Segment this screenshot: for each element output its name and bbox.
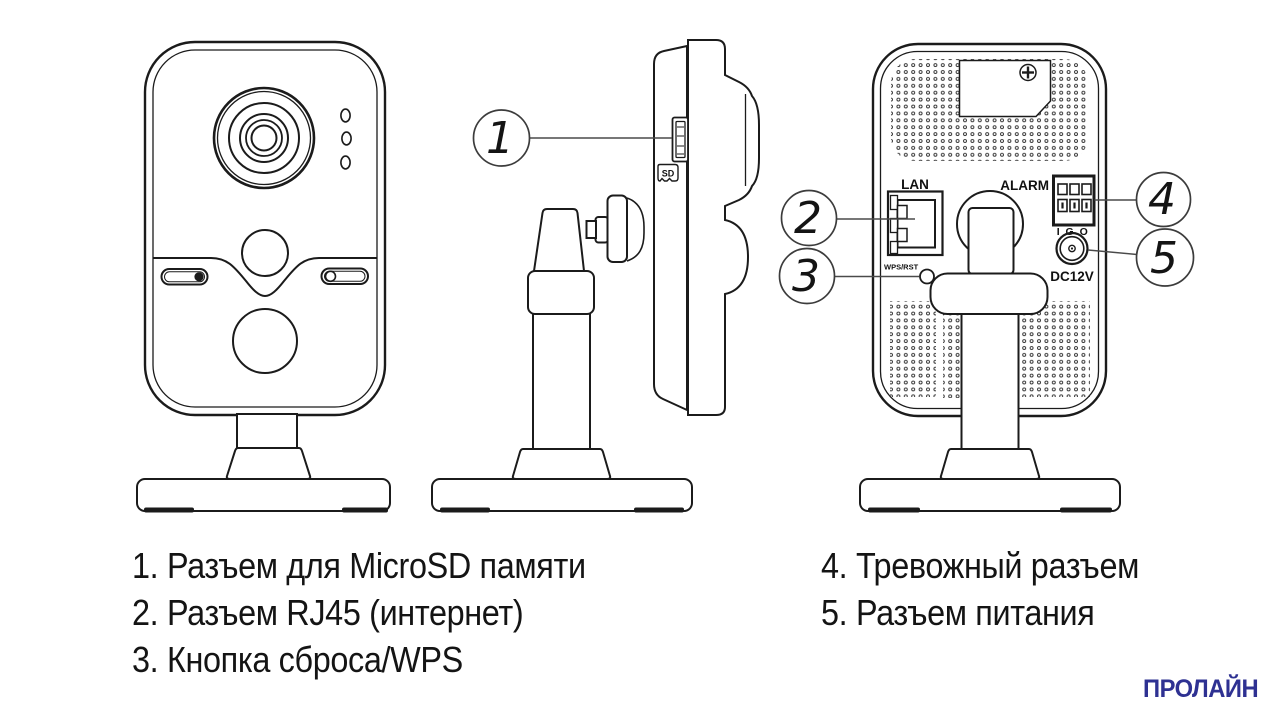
callout-4-circle bbox=[1135, 171, 1192, 228]
base-foot bbox=[342, 507, 388, 513]
callout-1-circle bbox=[472, 109, 531, 167]
side-back-cover bbox=[653, 44, 688, 412]
lens bbox=[212, 86, 316, 190]
stand-wedge bbox=[939, 448, 1041, 480]
base-foot bbox=[144, 507, 194, 513]
callout-2: 2 bbox=[780, 189, 915, 247]
front-stand bbox=[136, 413, 391, 513]
side-front-cover-with-lens bbox=[687, 39, 760, 416]
ir-led-window-left bbox=[160, 268, 209, 286]
legend-item: 1. Разъем для MicroSD памяти bbox=[132, 545, 586, 586]
legend-left-column: 1. Разъем для MicroSD памяти 2. Разъем R… bbox=[132, 542, 586, 683]
callout-5-number: 5 bbox=[1150, 233, 1178, 284]
proline-logo: ПРОЛАЙН bbox=[1143, 675, 1259, 703]
stand-base bbox=[859, 478, 1121, 512]
front-view bbox=[136, 40, 391, 513]
screw bbox=[1019, 63, 1037, 82]
callout-5-circle bbox=[1135, 228, 1195, 287]
light-sensor-dot bbox=[324, 270, 337, 283]
lan-port: LAN bbox=[886, 177, 944, 257]
lan-label: LAN bbox=[901, 177, 929, 192]
microsd-slot bbox=[671, 116, 689, 163]
callout-4-number: 4 bbox=[1148, 174, 1176, 225]
joint-knob-step bbox=[585, 220, 597, 239]
stand-column bbox=[532, 312, 591, 450]
legend-item: 3. Кнопка сброса/WPS bbox=[132, 639, 463, 680]
legend-item: 4. Тревожный разъем bbox=[821, 545, 1140, 586]
legend-right-column: 4. Тревожный разъем 5. Разъем питания bbox=[821, 542, 1139, 636]
power-jack: DC12V bbox=[1050, 231, 1094, 284]
stand-base bbox=[431, 478, 693, 512]
legend-item: 2. Разъем RJ45 (интернет) bbox=[132, 592, 524, 633]
alarm-label: ALARM bbox=[1000, 178, 1049, 193]
status-leds bbox=[340, 108, 352, 170]
stand-tube bbox=[532, 208, 586, 272]
stand-neck bbox=[967, 207, 1015, 275]
flange-to-body-joint bbox=[626, 197, 645, 262]
callout-2-circle bbox=[780, 189, 838, 247]
front-body-outline bbox=[143, 40, 387, 417]
base-foot bbox=[634, 507, 684, 513]
label-plate bbox=[958, 59, 1052, 118]
back-stand bbox=[859, 190, 1121, 513]
callout-5: 5 bbox=[1087, 228, 1195, 287]
camera-views-drawing: SD 1 bbox=[136, 39, 1195, 513]
callout-4: 4 bbox=[1094, 171, 1192, 228]
speaker-window bbox=[232, 308, 298, 374]
wps-rst-label: WPS/RST bbox=[884, 263, 919, 272]
side-view: SD 1 bbox=[431, 39, 760, 513]
back-view: LAN WPS/RST ALARM I G O bbox=[778, 42, 1195, 513]
front-panel-seam bbox=[153, 257, 377, 298]
callout-2-number: 2 bbox=[794, 193, 822, 244]
sd-icon-label: SD bbox=[662, 169, 675, 179]
callout-5-line bbox=[1087, 249, 1138, 256]
stand-collar bbox=[929, 272, 1049, 315]
pir-sensor-window bbox=[241, 229, 289, 277]
dc12v-label: DC12V bbox=[1050, 269, 1094, 284]
front-body-inner-outline bbox=[152, 49, 378, 408]
callout-1: 1 bbox=[472, 109, 672, 167]
stand-base bbox=[136, 478, 391, 512]
mount-flange bbox=[606, 194, 628, 263]
ir-led-dot bbox=[194, 272, 204, 282]
base-foot bbox=[868, 507, 920, 513]
sd-card-icon: SD bbox=[657, 163, 679, 182]
base-foot bbox=[440, 507, 490, 513]
wps-reset: WPS/RST bbox=[884, 263, 935, 285]
stand-column bbox=[960, 313, 1020, 450]
stand-collar bbox=[527, 270, 595, 315]
side-stand bbox=[431, 194, 693, 513]
callout-3-number: 3 bbox=[792, 251, 820, 302]
callout-3-circle bbox=[778, 247, 836, 305]
callout-3: 3 bbox=[778, 247, 920, 305]
stand-wedge bbox=[511, 448, 612, 480]
callout-1-number: 1 bbox=[486, 113, 514, 164]
legend-item: 5. Разъем питания bbox=[821, 592, 1095, 633]
base-foot bbox=[1060, 507, 1112, 513]
stand-wedge bbox=[225, 447, 312, 480]
reset-button bbox=[919, 268, 935, 285]
ir-led-window-right bbox=[320, 267, 369, 285]
stand-neck bbox=[236, 413, 298, 449]
joint-knob bbox=[594, 216, 609, 244]
